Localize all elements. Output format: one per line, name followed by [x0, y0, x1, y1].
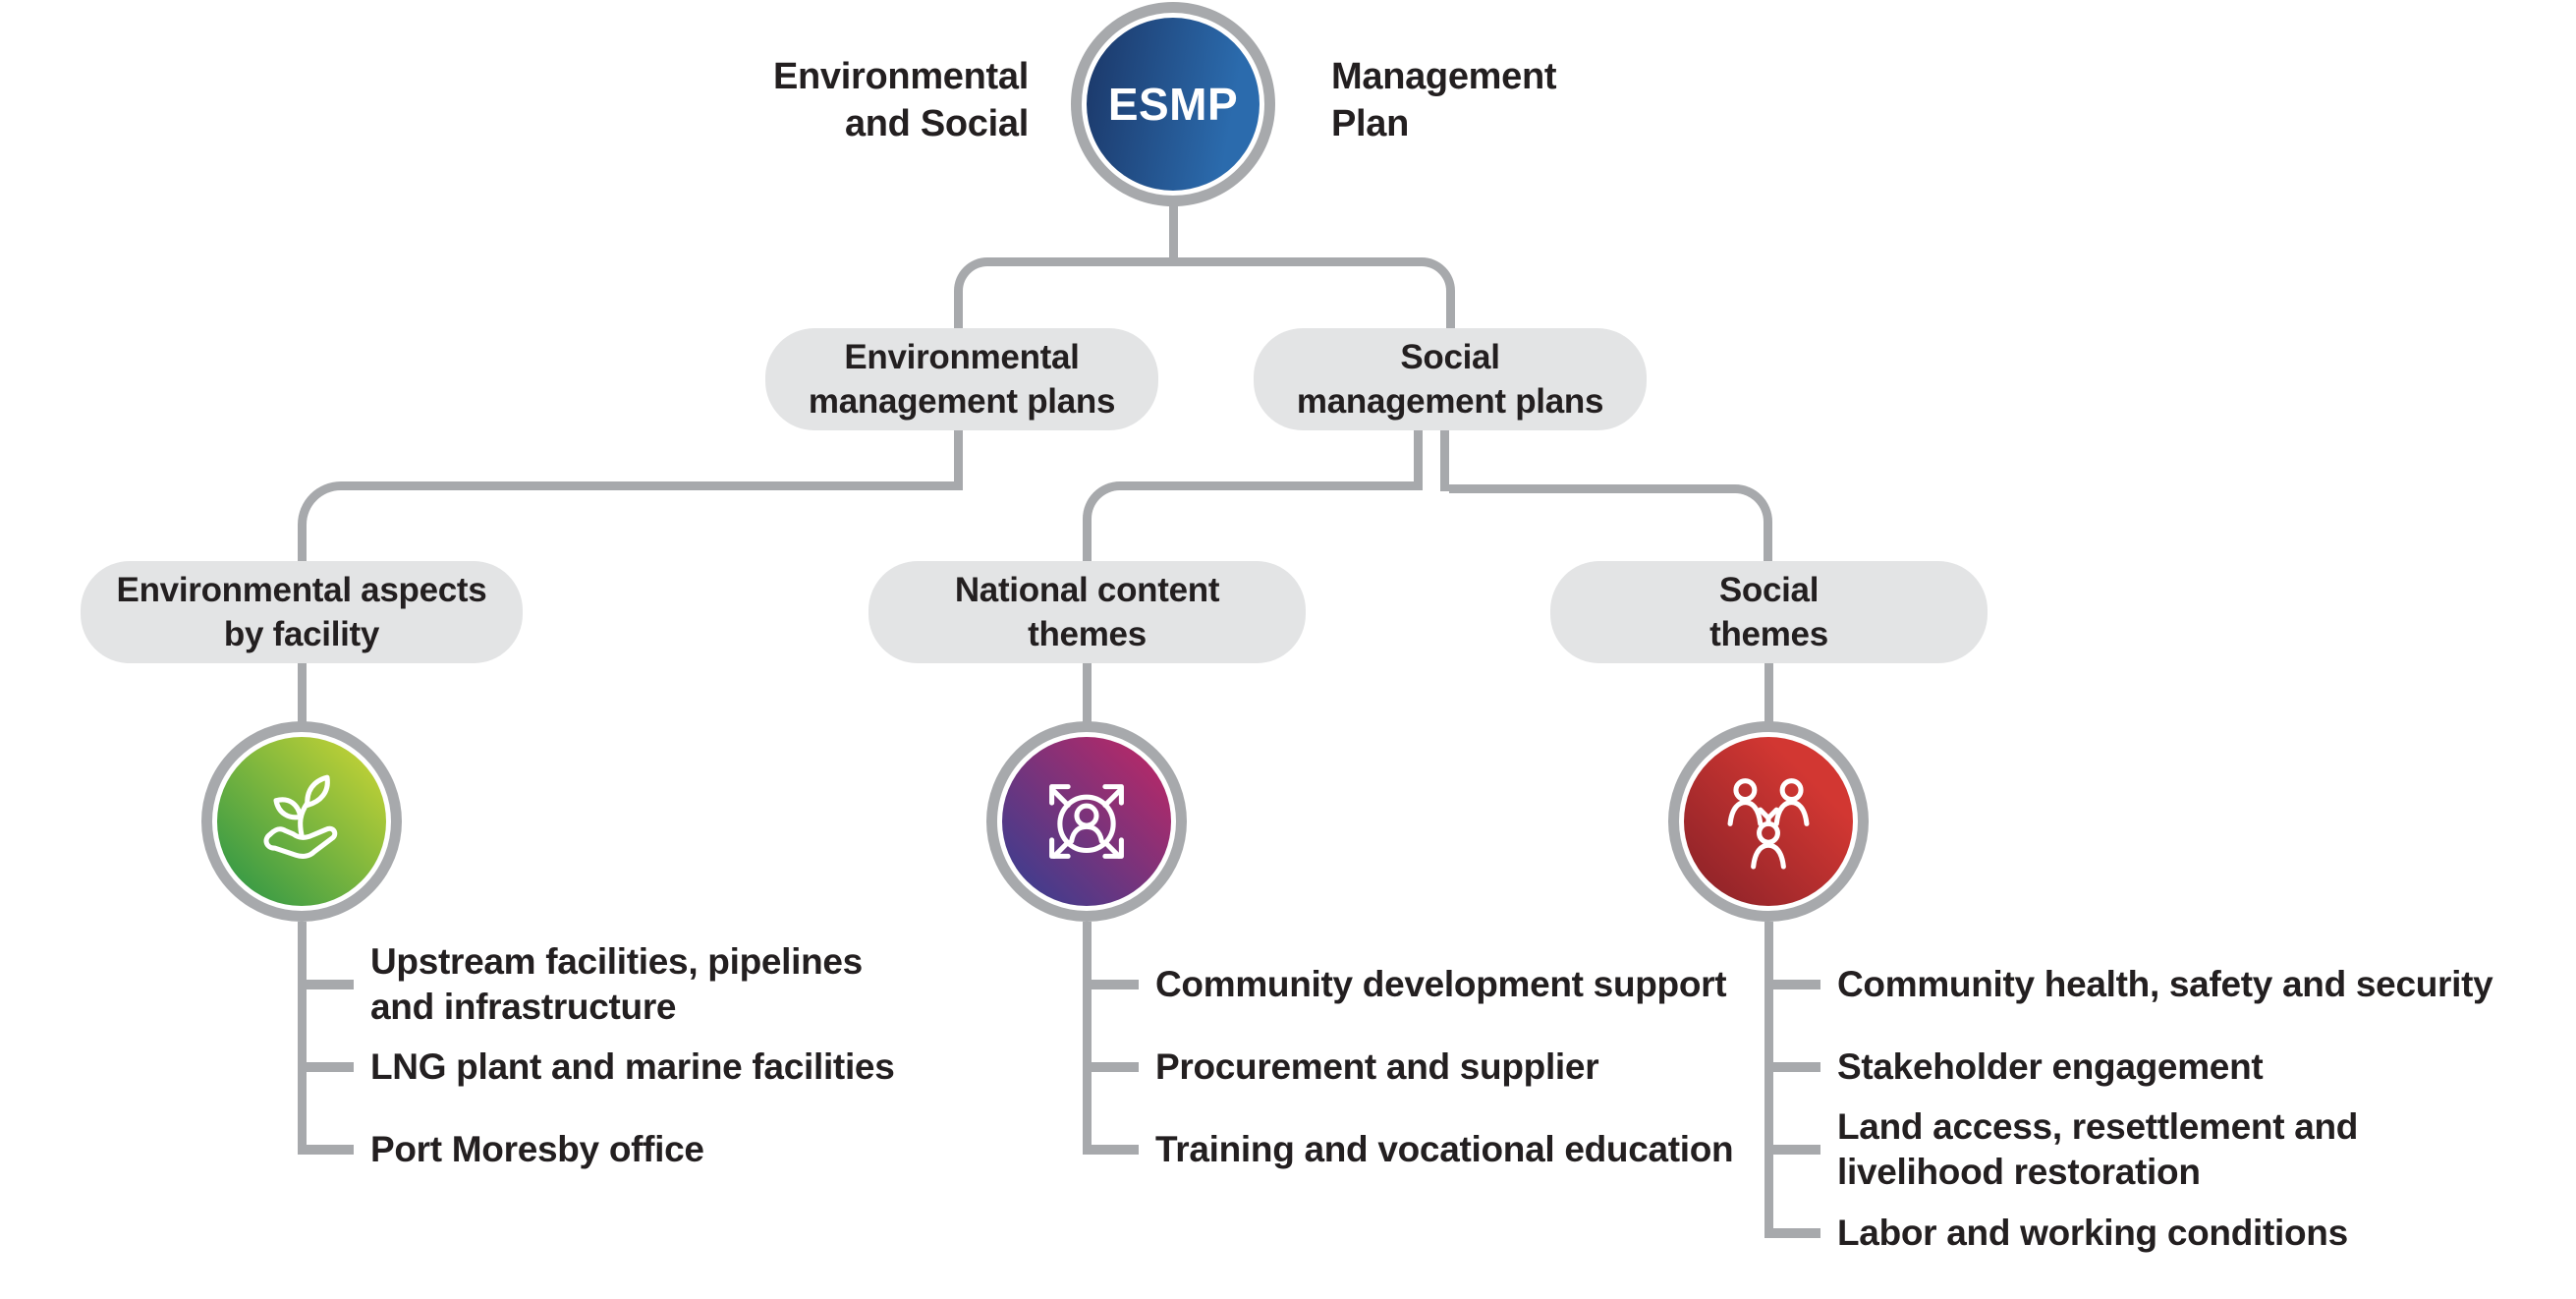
pill-environmental-management-plans: Environmental management plans [765, 328, 1158, 430]
person-expand-arrows-icon-svg [1049, 784, 1124, 859]
connector-root-stem [1169, 204, 1178, 263]
connector-env-branch [298, 481, 963, 561]
list-item: LNG plant and marine facilities [370, 1046, 895, 1087]
pill-line: management plans [1296, 382, 1604, 421]
list-item: Land access, resettlement and livelihood… [1837, 1106, 2359, 1192]
list-tick [1773, 980, 1820, 989]
connector-root-branch [954, 257, 1455, 329]
pill-environmental-aspects-by-facility: Environmental aspects by facility [81, 561, 523, 663]
list-item: Labor and working conditions [1837, 1213, 2348, 1253]
plant-in-hand-icon-svg [263, 774, 338, 859]
root-label-left: Environmental and Social [773, 53, 1029, 147]
pill-line: themes [1709, 615, 1828, 653]
esmp-abbreviation: ESMP [1107, 79, 1239, 130]
pill-line: Environmental [844, 338, 1080, 376]
list-tick [1773, 1062, 1820, 1072]
plant-in-hand-icon [217, 737, 386, 906]
person-expand-arrows-icon [1002, 737, 1171, 906]
list-tick [307, 980, 354, 989]
pill-line: by facility [223, 615, 380, 653]
root-label-right-line1: Management [1331, 56, 1557, 97]
connector-pill-icon-env [298, 663, 307, 723]
list-tick [1092, 1145, 1139, 1155]
pill-social-themes: Social themes [1550, 561, 1988, 663]
root-label-left-line2: and Social [844, 103, 1029, 144]
list-item: Stakeholder engagement [1837, 1046, 2264, 1087]
list-spine-env [298, 922, 307, 1155]
pill-social-management-plans: Social management plans [1254, 328, 1647, 430]
list-tick [307, 1062, 354, 1072]
connector-social-right-branch [1449, 484, 1772, 561]
national-content-icon-node [986, 721, 1187, 922]
three-people-network-icon [1684, 737, 1853, 906]
list-item: Community health, safety and security [1837, 964, 2493, 1004]
root-label-right-line2: Plan [1331, 103, 1410, 144]
social-themes-icon-node [1668, 721, 1869, 922]
connector-social-left-stub [1414, 430, 1423, 487]
list-spine-social [1764, 922, 1773, 1238]
list-tick [1092, 980, 1139, 989]
list-tick [1773, 1228, 1820, 1238]
root-label-right: Management Plan [1331, 53, 1557, 147]
connector-pill-icon-social [1764, 663, 1773, 723]
pill-line: Social [1718, 571, 1820, 609]
pill-line: Social [1400, 338, 1500, 376]
pill-line: Environmental aspects [116, 571, 487, 609]
connector-social-left-branch [1083, 481, 1423, 561]
list-item: Community development support [1155, 964, 1727, 1004]
environment-icon-node [201, 721, 402, 922]
list-spine-national [1083, 922, 1092, 1155]
pill-line: themes [1028, 615, 1147, 653]
connector-env-stub [954, 430, 963, 487]
list-item: Port Moresby office [370, 1129, 704, 1169]
root-label-left-line1: Environmental [772, 56, 1029, 97]
pill-national-content-themes: National content themes [868, 561, 1306, 663]
list-item: Procurement and supplier [1155, 1046, 1599, 1087]
three-people-network-icon-svg [1727, 778, 1810, 870]
list-item: Upstream facilities, pipelines and infra… [370, 941, 863, 1027]
esmp-disc: ESMP [1087, 18, 1260, 191]
connector-pill-icon-national [1083, 663, 1092, 723]
pill-line: National content [954, 571, 1220, 609]
list-tick [307, 1145, 354, 1155]
list-tick [1092, 1062, 1139, 1072]
list-tick [1773, 1145, 1820, 1155]
connector-social-right-stub [1440, 430, 1449, 491]
esmp-root-node: ESMP [1071, 2, 1275, 206]
pill-line: management plans [808, 382, 1116, 421]
list-item: Training and vocational education [1155, 1129, 1734, 1169]
